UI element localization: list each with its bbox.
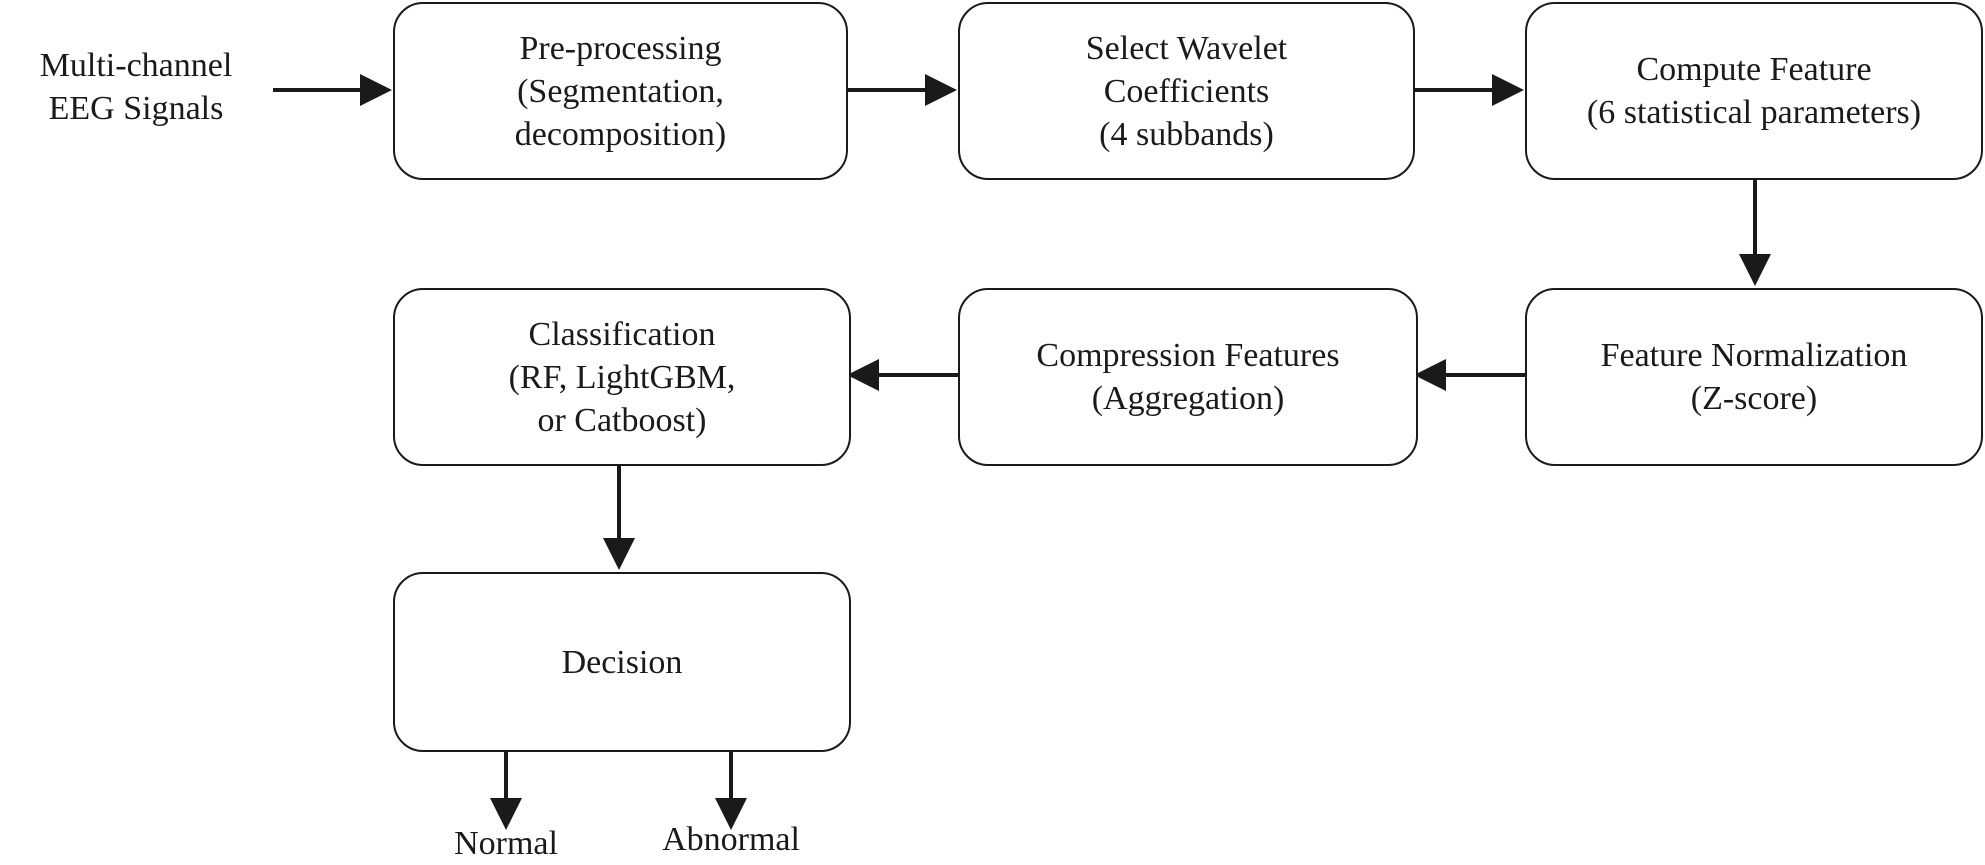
decision-line-1: Decision (561, 643, 683, 681)
classification-line-3: or Catboost) (537, 401, 707, 439)
normalization-line-1: Feature Normalization (1600, 337, 1908, 374)
compression-line-1: Compression Features (1036, 337, 1340, 374)
output-abnormal-text: Abnormal (662, 821, 800, 858)
compression-box: Compression Features (Aggregation) (958, 288, 1418, 466)
preprocessing-line-2: (Segmentation, (517, 72, 724, 110)
preprocessing-line-3: decomposition) (514, 115, 727, 153)
output-normal-label: Normal (426, 822, 586, 865)
classification-box: Classification (RF, LightGBM, or Catboos… (393, 288, 851, 466)
select-wavelet-line-2: Coefficients (1103, 72, 1270, 110)
classification-line-2: (RF, LightGBM, (508, 358, 736, 396)
compute-feature-line-2: (6 statistical parameters) (1586, 94, 1922, 131)
compression-line-2: (Aggregation) (1091, 380, 1285, 417)
preprocessing-line-1: Pre-processing (519, 29, 722, 67)
preprocessing-box: Pre-processing (Segmentation, decomposit… (393, 2, 848, 180)
input-label-line-2: EEG Signals (48, 90, 224, 127)
select-wavelet-box: Select Wavelet Coefficients (4 subbands) (958, 2, 1415, 180)
select-wavelet-line-1: Select Wavelet (1085, 29, 1288, 67)
output-abnormal-label: Abnormal (636, 818, 826, 861)
normalization-line-2: (Z-score) (1690, 380, 1818, 417)
input-label: Multi-channel EEG Signals (0, 44, 272, 130)
compute-feature-box: Compute Feature (6 statistical parameter… (1525, 2, 1983, 180)
classification-line-1: Classification (528, 315, 716, 353)
output-normal-text: Normal (454, 825, 558, 862)
select-wavelet-line-3: (4 subbands) (1099, 115, 1274, 153)
input-label-line-1: Multi-channel (39, 47, 233, 84)
compute-feature-line-1: Compute Feature (1636, 51, 1872, 88)
decision-box: Decision (393, 572, 851, 752)
normalization-box: Feature Normalization (Z-score) (1525, 288, 1983, 466)
